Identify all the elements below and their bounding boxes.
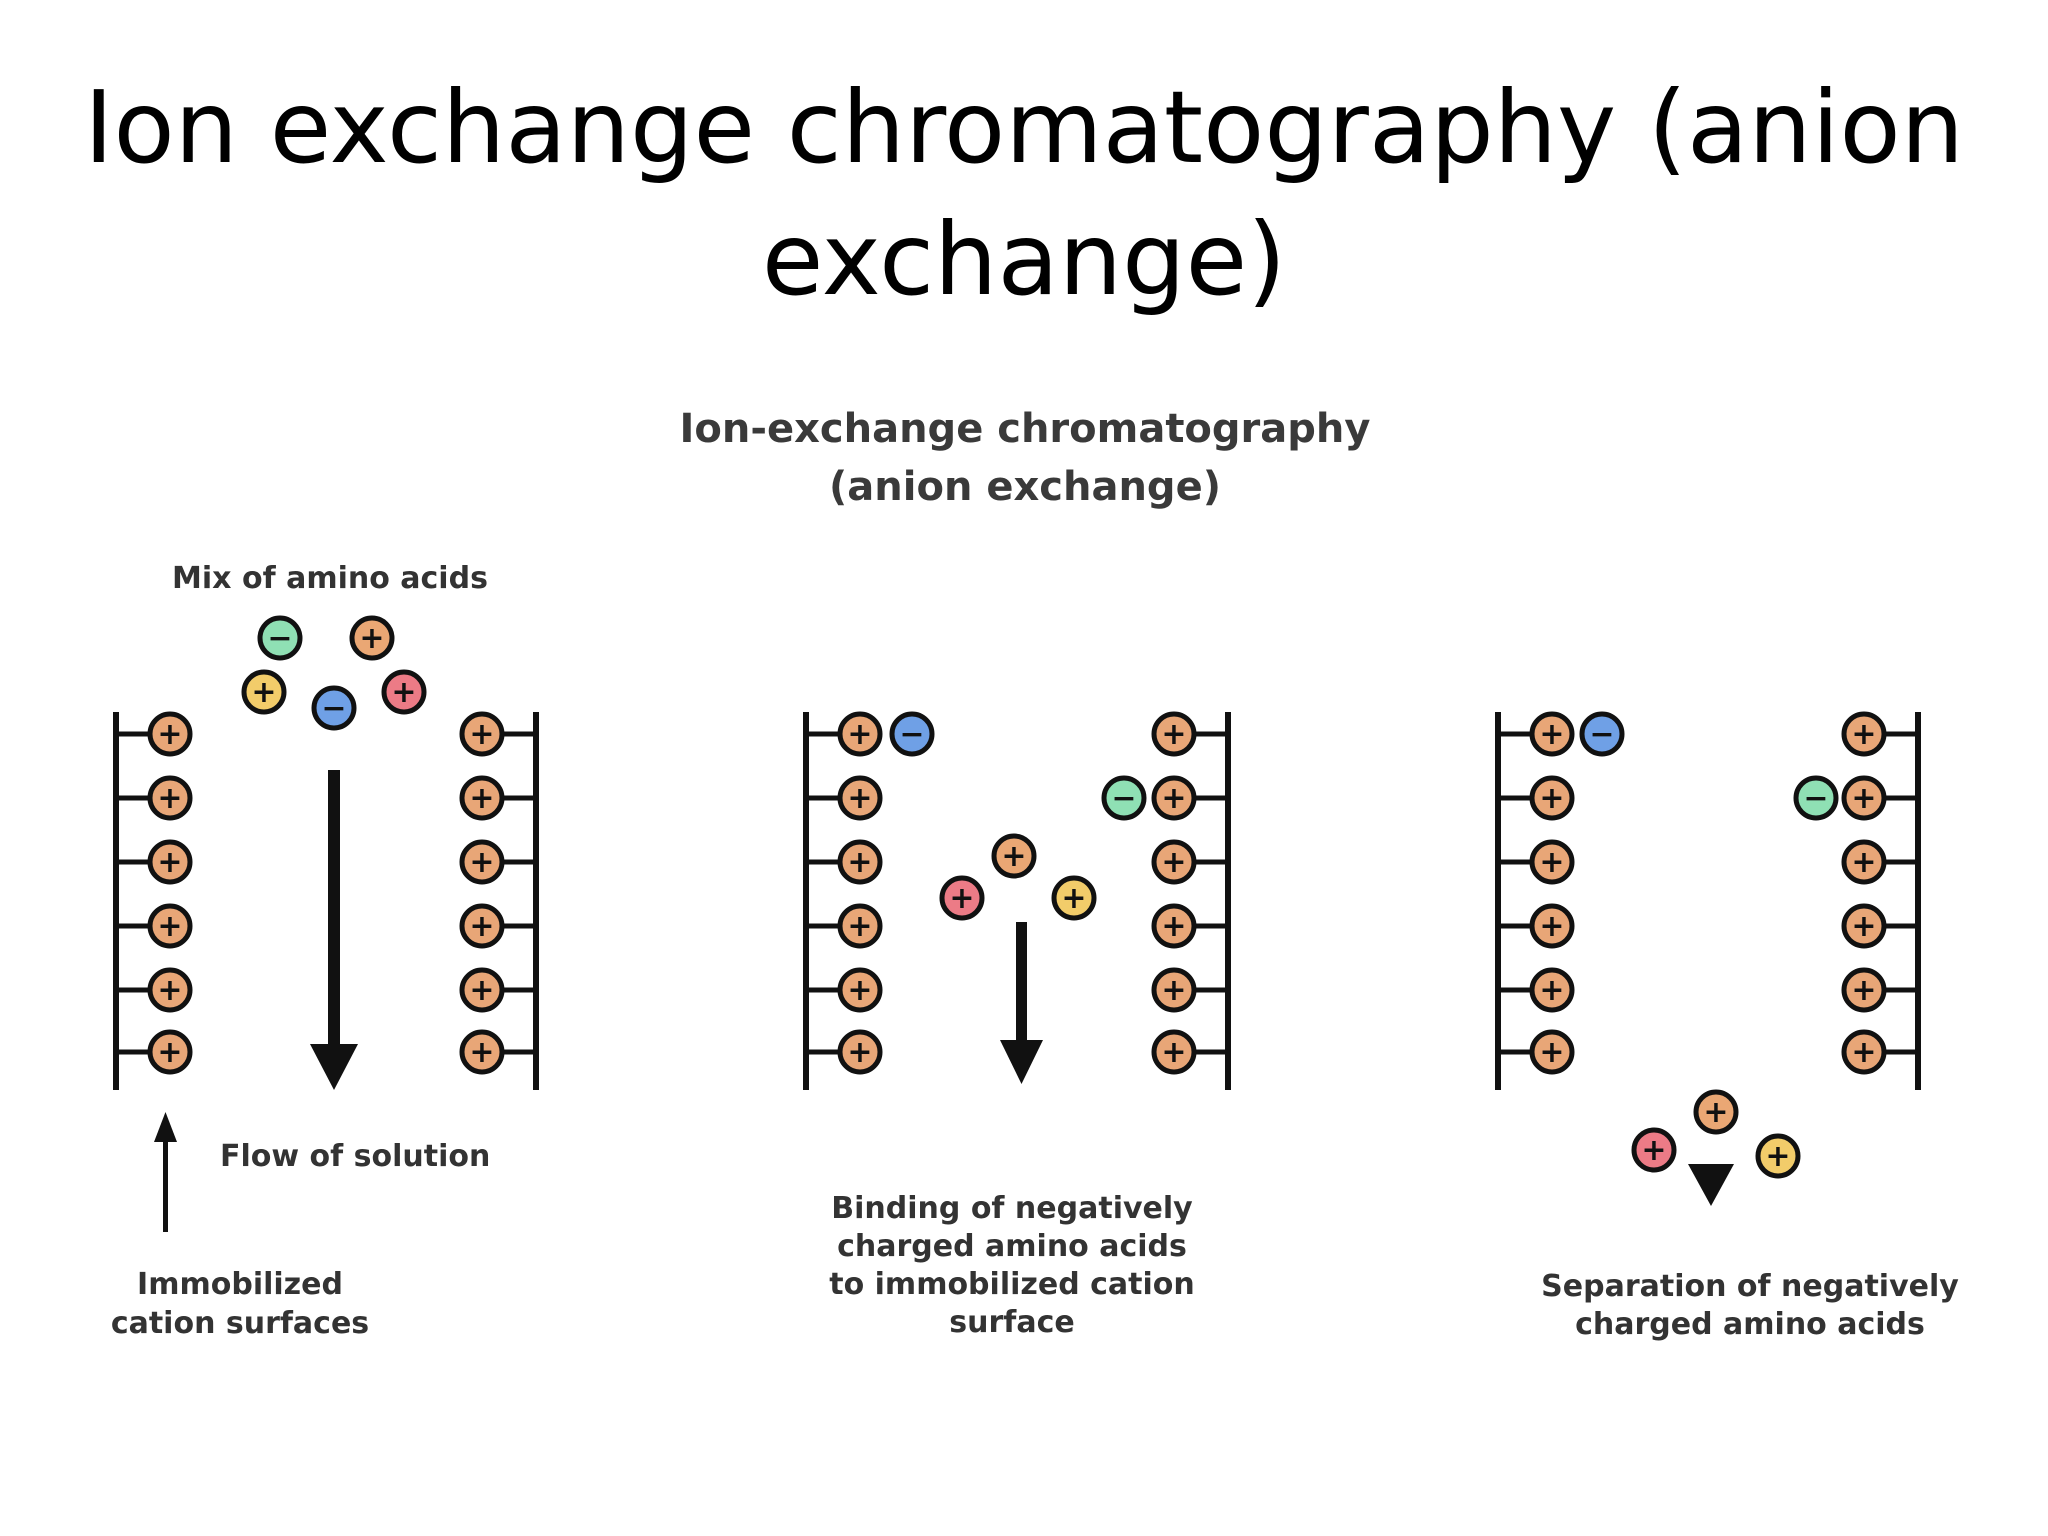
- figure-title-line-1: Ion-exchange chromatography: [680, 406, 1371, 452]
- slide-title-line-1: Ion exchange chromatography (anion: [83, 69, 1965, 186]
- svg-text:+: +: [1851, 845, 1876, 880]
- flow-arrow-icon: [1000, 922, 1043, 1084]
- svg-text:+: +: [469, 1035, 494, 1070]
- bound-green-bead: −: [1793, 775, 1839, 821]
- svg-text:+: +: [847, 781, 872, 816]
- left-column-wall: + + + + + +: [113, 711, 193, 1090]
- svg-text:+: +: [157, 1035, 182, 1070]
- svg-text:+: +: [1061, 881, 1086, 916]
- caption-2-line-2: charged amino acids: [837, 1229, 1187, 1264]
- right-column-wall: + + + + + +: [459, 711, 539, 1090]
- svg-text:+: +: [1703, 1095, 1728, 1130]
- caption-1-line-2: cation surfaces: [111, 1306, 369, 1341]
- svg-text:+: +: [1851, 781, 1876, 816]
- svg-text:+: +: [1539, 781, 1564, 816]
- svg-text:+: +: [469, 909, 494, 944]
- svg-text:+: +: [1765, 1139, 1790, 1174]
- mix-label: Mix of amino acids: [172, 561, 488, 596]
- slide-title: Ion exchange chromatography (anion excha…: [0, 62, 2048, 326]
- svg-text:+: +: [251, 675, 276, 710]
- svg-text:+: +: [847, 909, 872, 944]
- svg-text:+: +: [1539, 845, 1564, 880]
- svg-text:+: +: [847, 717, 872, 752]
- caption-2-line-3: to immobilized cation: [829, 1267, 1194, 1302]
- caption-2-line-4: surface: [949, 1305, 1074, 1340]
- left-column-wall: + + + + + +: [803, 711, 883, 1090]
- svg-text:+: +: [1851, 717, 1876, 752]
- bound-blue-bead: −: [889, 711, 935, 757]
- mix-beads: − + + − +: [241, 615, 427, 731]
- svg-text:+: +: [1161, 1035, 1186, 1070]
- svg-text:+: +: [949, 881, 974, 916]
- svg-text:+: +: [1161, 781, 1186, 816]
- right-column-wall: + + + + + +: [1841, 711, 1921, 1090]
- svg-text:−: −: [899, 717, 924, 752]
- svg-text:+: +: [469, 845, 494, 880]
- svg-text:+: +: [157, 973, 182, 1008]
- positive-orange-bead: +: [991, 833, 1037, 879]
- positive-orange-bead: +: [1693, 1089, 1739, 1135]
- svg-text:+: +: [391, 675, 416, 710]
- svg-text:+: +: [1539, 717, 1564, 752]
- svg-text:+: +: [847, 845, 872, 880]
- svg-text:+: +: [1161, 845, 1186, 880]
- svg-text:+: +: [469, 973, 494, 1008]
- positive-orange-bead: +: [349, 615, 395, 661]
- svg-text:+: +: [1851, 909, 1876, 944]
- caption-2-line-1: Binding of negatively: [831, 1191, 1193, 1226]
- caption-1-line-1: Immobilized: [137, 1267, 343, 1302]
- positive-yellow-bead: +: [1755, 1133, 1801, 1179]
- left-column-wall: + + + + + +: [1495, 711, 1575, 1090]
- svg-text:+: +: [1539, 1035, 1564, 1070]
- positive-yellow-bead: +: [1051, 875, 1097, 921]
- slide-title-line-2: exchange): [761, 201, 1287, 318]
- svg-text:+: +: [157, 781, 182, 816]
- flow-arrow-icon: [310, 770, 358, 1090]
- bound-blue-bead: −: [1579, 711, 1625, 757]
- svg-text:+: +: [847, 973, 872, 1008]
- svg-text:+: +: [1539, 909, 1564, 944]
- svg-text:+: +: [1851, 973, 1876, 1008]
- svg-text:+: +: [157, 845, 182, 880]
- negative-blue-bead: −: [311, 685, 357, 731]
- negative-green-bead: −: [257, 615, 303, 661]
- caption-3-line-2: charged amino acids: [1575, 1307, 1925, 1342]
- panel-separation: + + + + + + + + + + + + − − + + + Separation of ne…: [1495, 711, 1959, 1342]
- svg-text:+: +: [1641, 1133, 1666, 1168]
- caption-3-line-1: Separation of negatively: [1541, 1269, 1959, 1304]
- svg-text:+: +: [469, 781, 494, 816]
- svg-text:−: −: [321, 691, 346, 726]
- figure-title-line-2: (anion exchange): [829, 464, 1221, 510]
- flow-label: Flow of solution: [220, 1139, 490, 1174]
- svg-text:+: +: [359, 621, 384, 656]
- svg-text:+: +: [1001, 839, 1026, 874]
- svg-text:+: +: [847, 1035, 872, 1070]
- bound-green-bead: −: [1101, 775, 1147, 821]
- svg-text:+: +: [1851, 1035, 1876, 1070]
- positive-red-bead: +: [1631, 1127, 1677, 1173]
- svg-text:+: +: [1161, 717, 1186, 752]
- svg-text:+: +: [157, 717, 182, 752]
- svg-text:−: −: [1111, 781, 1136, 816]
- right-column-wall: + + + + + +: [1151, 711, 1231, 1090]
- svg-text:+: +: [157, 909, 182, 944]
- svg-text:−: −: [1803, 781, 1828, 816]
- svg-text:+: +: [1161, 973, 1186, 1008]
- positive-red-bead: +: [939, 875, 985, 921]
- positive-yellow-bead: +: [241, 669, 287, 715]
- svg-text:+: +: [1161, 909, 1186, 944]
- svg-text:+: +: [469, 717, 494, 752]
- down-arrowhead-icon: [1688, 1164, 1734, 1206]
- positive-red-bead: +: [381, 669, 427, 715]
- up-arrow-icon: [154, 1112, 177, 1232]
- svg-text:−: −: [267, 621, 292, 656]
- panel-binding: + + + + + + + + + + + + − − + + + Binding of negat…: [803, 711, 1231, 1340]
- svg-text:−: −: [1589, 717, 1614, 752]
- panel-mixing: Mix of amino acids ++++++ ++++++ − + + −…: [111, 561, 539, 1341]
- svg-text:+: +: [1539, 973, 1564, 1008]
